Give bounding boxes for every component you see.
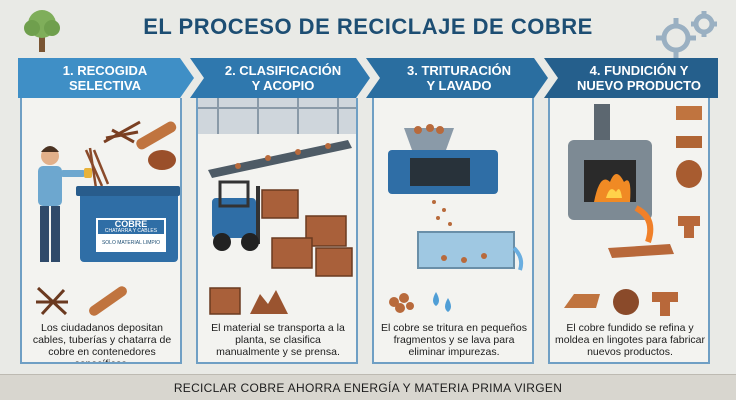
copper-bales	[261, 189, 353, 277]
step-2-title-line2: Y ACOPIO	[251, 78, 315, 93]
step-1-title-line2: SELECTIVA	[69, 78, 141, 93]
step-4-arrow	[544, 58, 718, 98]
product-column	[676, 106, 702, 238]
bin-note: SOLO MATERIAL LIMPIO	[101, 240, 161, 246]
recycling-bin	[76, 186, 180, 262]
step-3-title-line1: 3. TRITURACIÓN	[407, 63, 511, 78]
copper-ingot-icon	[564, 294, 600, 308]
step-4-title-line1: 4. FUNDICIÓN Y	[589, 63, 689, 78]
step-arrows	[18, 58, 718, 98]
copper-pipe-icon	[89, 286, 127, 316]
gears-icon	[656, 11, 717, 58]
sorting-scene	[198, 98, 356, 277]
copper-pipe-floating	[136, 121, 177, 150]
shredding-scene	[388, 124, 524, 271]
ingot-mold	[608, 244, 674, 258]
step-4-title-line2: NUEVO PRODUCTO	[577, 78, 701, 93]
scrap-pile-icon	[250, 290, 288, 314]
wire-bundle-falling	[84, 147, 110, 189]
wire-bundle-icon	[36, 286, 68, 316]
step-3-description: El cobre se tritura en pequeños fragment…	[381, 322, 527, 358]
copper-fitting-icon	[652, 292, 678, 316]
molten-pour	[634, 205, 654, 243]
bin-title: COBRE	[114, 219, 148, 229]
step-4-panel: El cobre fundido se refina y moldea en l…	[548, 98, 710, 364]
copper-fragments-icon	[389, 293, 414, 313]
tree-icon	[24, 10, 60, 52]
step-1-panel: COBRE CHATARRA Y CABLES SOLO MATERIAL LI…	[20, 98, 182, 364]
page-title: EL PROCESO DE RECICLAJE DE COBRE	[143, 14, 593, 39]
step-3-icons	[389, 292, 451, 313]
wire-bundle-top	[103, 120, 141, 144]
person-illustration	[38, 146, 92, 262]
step-2-icons	[209, 287, 288, 315]
footer-banner: RECICLAR COBRE AHORRA ENERGÍA Y MATERIA …	[0, 374, 736, 400]
copper-bale-icon	[209, 287, 241, 315]
step-1-description: Los ciudadanos depositan cables, tubería…	[32, 322, 172, 364]
collection-scene	[38, 120, 180, 262]
wash-tank	[417, 231, 515, 269]
conveyor-belt	[208, 140, 352, 178]
chimney	[594, 104, 610, 140]
water-drops-icon	[433, 292, 451, 312]
step-3-panel: El cobre se tritura en pequeños fragment…	[372, 98, 534, 364]
bin-subtitle: CHATARRA Y CABLES	[104, 228, 158, 234]
smelting-scene	[568, 104, 702, 258]
copper-pot	[148, 150, 176, 170]
copper-coil-icon	[613, 289, 639, 315]
step-4-description: El cobre fundido se refina y moldea en l…	[554, 322, 705, 358]
step-2-title-line1: 2. CLASIFICACIÓN	[224, 63, 342, 78]
step-2-arrow	[190, 58, 370, 98]
step-1-arrow	[18, 58, 194, 98]
step-1-icons	[36, 286, 127, 316]
step-1-title-line1: 1. RECOGIDA	[62, 63, 148, 78]
step-3-title-line2: Y LAVADO	[426, 78, 492, 93]
step-2-panel: El material se transporta a la planta, s…	[196, 98, 358, 364]
step-2-description: El material se transporta a la planta, s…	[211, 322, 345, 358]
step-3-arrow	[366, 58, 548, 98]
step-4-icons	[564, 289, 678, 316]
forklift	[212, 180, 260, 251]
